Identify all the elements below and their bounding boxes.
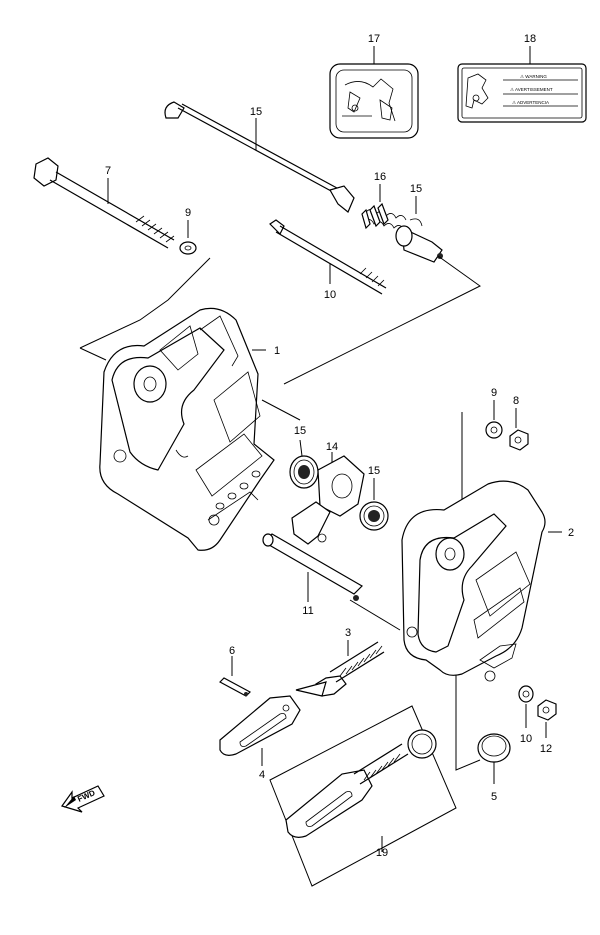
part-4-lever: 4 <box>219 681 327 781</box>
callout-15-right: 15 <box>368 465 380 477</box>
part-7-bolt: 7 <box>33 157 175 249</box>
callout-1: 1 <box>274 345 280 357</box>
callout-17: 15 <box>410 183 422 195</box>
callout-21: 19 <box>376 847 388 859</box>
part-11-washer: 10 <box>518 685 534 745</box>
part-15-plate-right: 15 <box>359 465 389 531</box>
part-8-nut: 8 <box>509 395 529 451</box>
callout-8: 8 <box>513 395 519 407</box>
callout-3: 3 <box>345 627 351 639</box>
part-20-warning-label: ⚠ WARNING ⚠ AVERTISSEMENT ⚠ ADVERTENCIA … <box>457 33 587 123</box>
callout-15-left: 15 <box>294 425 306 437</box>
part-3-screw: 3 <box>315 627 385 697</box>
part-9-washer-right: 9 <box>485 387 503 439</box>
callout-2: 2 <box>568 527 574 539</box>
callout-19: 17 <box>368 33 380 45</box>
callout-13: 12 <box>540 743 552 755</box>
callout-10: 10 <box>324 289 336 301</box>
part-15-plate-left: 15 <box>289 425 319 489</box>
callout-5: 5 <box>491 791 497 803</box>
warning-line-1: ⚠ WARNING <box>520 74 547 79</box>
callout-20: 18 <box>524 33 536 45</box>
fwd-arrow: FWD <box>61 785 105 813</box>
part-14-holder: 14 <box>291 441 365 545</box>
part-18-spring: 16 <box>361 171 407 231</box>
callout-9-top: 9 <box>185 207 191 219</box>
part-9-washer-top: 9 <box>179 207 197 255</box>
warning-line-2: ⚠ AVERTISSEMENT <box>510 87 553 92</box>
part-2-clamp-bracket: 2 <box>401 480 574 682</box>
part-6-pin: 6 <box>219 645 251 697</box>
part-13-nut: 12 <box>537 699 557 755</box>
callout-18: 16 <box>374 171 386 183</box>
part-19-decal: 17 <box>329 33 419 139</box>
callout-16: 15 <box>250 106 262 118</box>
part-1-clamp-bracket: 1 <box>99 307 280 551</box>
callout-11: 10 <box>520 733 532 745</box>
part-5-cap: 5 <box>477 733 511 803</box>
callout-9-right: 9 <box>491 387 497 399</box>
part-10-rod: 10 <box>269 219 387 301</box>
warning-line-3: ⚠ ADVERTENCIA <box>512 100 549 105</box>
callout-7: 7 <box>105 165 111 177</box>
callout-14: 14 <box>326 441 338 453</box>
callout-4: 4 <box>259 769 265 781</box>
part-21-lever-assembly: 19 <box>269 705 457 887</box>
part-17-pin: 15 <box>395 183 443 263</box>
part-16-lever-rod: 15 <box>164 101 355 213</box>
callout-12: 11 <box>302 605 313 617</box>
part-12-pin: 11 <box>262 533 363 617</box>
callout-6: 6 <box>229 645 235 657</box>
